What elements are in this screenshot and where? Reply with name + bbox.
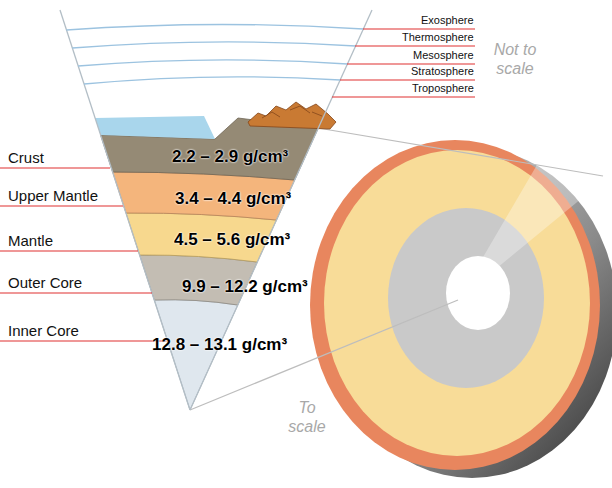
leader-line <box>0 205 123 206</box>
inner-core-band <box>154 300 238 410</box>
density-band: 12.8 – 13.1 g/cm³ <box>150 335 289 355</box>
leader-line <box>340 79 475 80</box>
atmosphere-arc <box>72 42 355 48</box>
leader-line <box>363 28 475 29</box>
density-band: 9.9 – 12.2 g/cm³ <box>180 277 310 297</box>
density-band: 4.5 – 5.6 g/cm³ <box>172 230 292 250</box>
atmosphere-arc <box>84 77 340 84</box>
density-value: 12.8 – 13.1 g/cm³ <box>152 335 287 355</box>
upper-mantle-band <box>113 172 295 220</box>
density-value: 4.5 – 5.6 g/cm³ <box>174 230 290 250</box>
atmosphere-label: Stratosphere <box>411 65 474 78</box>
ocean <box>95 116 215 139</box>
atmosphere-label: Troposphere <box>412 82 474 95</box>
leader-line <box>0 167 110 168</box>
atmosphere-label: Thermosphere <box>402 31 474 44</box>
density-value: 9.9 – 12.2 g/cm³ <box>182 277 308 297</box>
leader-line <box>355 45 475 46</box>
leader-line <box>0 292 152 293</box>
layer-label: Mantle <box>8 232 53 249</box>
scale-note: Not to scale <box>484 40 546 78</box>
guide-line <box>318 128 603 176</box>
scale-note: To scale <box>281 398 333 436</box>
atmosphere-label: Exosphere <box>421 14 474 27</box>
leader-line <box>0 340 167 341</box>
layer-label: Inner Core <box>8 322 79 339</box>
density-band: 2.2 – 2.9 g/cm³ <box>170 147 290 167</box>
density-value: 2.2 – 2.9 g/cm³ <box>172 147 288 167</box>
mountain-ridges <box>262 106 322 118</box>
leader-line <box>0 250 138 251</box>
leader-line <box>332 96 475 97</box>
layer-label: Outer Core <box>8 274 82 291</box>
sphere-wedge-highlight <box>458 146 604 300</box>
atmosphere-arc <box>78 60 347 66</box>
layer-label: Upper Mantle <box>8 187 98 204</box>
density-band: 3.4 – 4.4 g/cm³ <box>173 189 293 209</box>
layer-label: Crust <box>8 149 44 166</box>
atmosphere-label: Mesosphere <box>413 49 474 62</box>
density-value: 3.4 – 4.4 g/cm³ <box>175 189 291 209</box>
mountain <box>248 102 336 129</box>
leader-line <box>347 63 475 64</box>
atmosphere-arc <box>67 24 364 30</box>
